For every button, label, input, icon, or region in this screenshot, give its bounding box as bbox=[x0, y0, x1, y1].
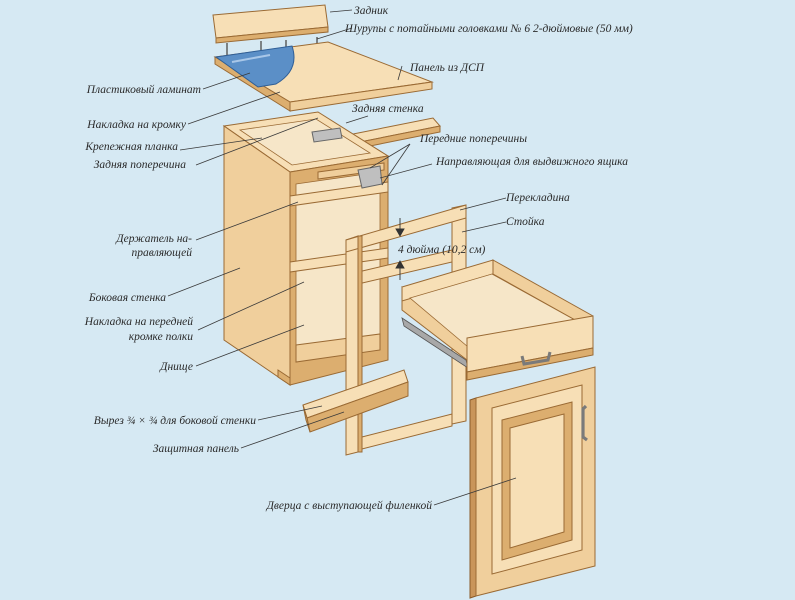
label-kick-panel: Защитная панель bbox=[153, 443, 239, 455]
drawer bbox=[401, 259, 594, 381]
label-front-rails: Передние поперечины bbox=[419, 133, 527, 145]
back-strip bbox=[212, 4, 329, 44]
label-shelf-trim-line1: Накладка на передней bbox=[84, 315, 193, 328]
label-slide-holder-line1: Держатель на- bbox=[115, 233, 192, 245]
label-mount-strip: Крепежная планка bbox=[84, 141, 178, 153]
label-slide-holder-line2: правляющей bbox=[131, 246, 192, 259]
dimension-marker bbox=[395, 218, 405, 280]
kick-panel bbox=[302, 369, 409, 433]
leader-lines bbox=[167, 9, 517, 506]
cabinet-carcass bbox=[222, 111, 390, 386]
label-back-wall: Задняя стенка bbox=[352, 103, 424, 115]
label-edge-trim: Накладка на кромку bbox=[86, 119, 187, 131]
label-dimension: 4 дюйма (10,2 см) bbox=[398, 243, 486, 256]
door-handle bbox=[581, 404, 588, 442]
countertop-panel bbox=[213, 41, 434, 112]
label-shelf-trim-line2: кромке полки bbox=[129, 331, 193, 343]
label-back-rail: Задняя поперечина bbox=[94, 159, 187, 171]
labels: Задник Шурупы с потайными головками № 6 … bbox=[84, 5, 633, 512]
label-stile: Стойка bbox=[506, 215, 545, 228]
label-crossbar: Перекладина bbox=[505, 192, 570, 204]
label-bottom: Днище bbox=[159, 361, 193, 373]
drawer-handle bbox=[520, 351, 552, 366]
label-drawer-slide: Направляющая для выдвижного ящика bbox=[435, 156, 628, 168]
label-back-strip: Задник bbox=[354, 5, 389, 17]
label-screws: Шурупы с потайными головками № 6 2-дюймо… bbox=[344, 22, 633, 35]
label-laminate: Пластиковый ламинат bbox=[86, 83, 201, 96]
slide-bracket bbox=[311, 127, 383, 189]
laminate-sheet bbox=[214, 45, 295, 88]
label-cutout: Вырез ¾ × ¾ для боковой стенки bbox=[94, 414, 256, 427]
label-side-wall: Боковая стенка bbox=[88, 292, 166, 304]
door bbox=[469, 366, 596, 599]
label-panel: Панель из ДСП bbox=[409, 62, 485, 74]
label-door: Дверца с выступающей филенкой bbox=[266, 499, 433, 512]
